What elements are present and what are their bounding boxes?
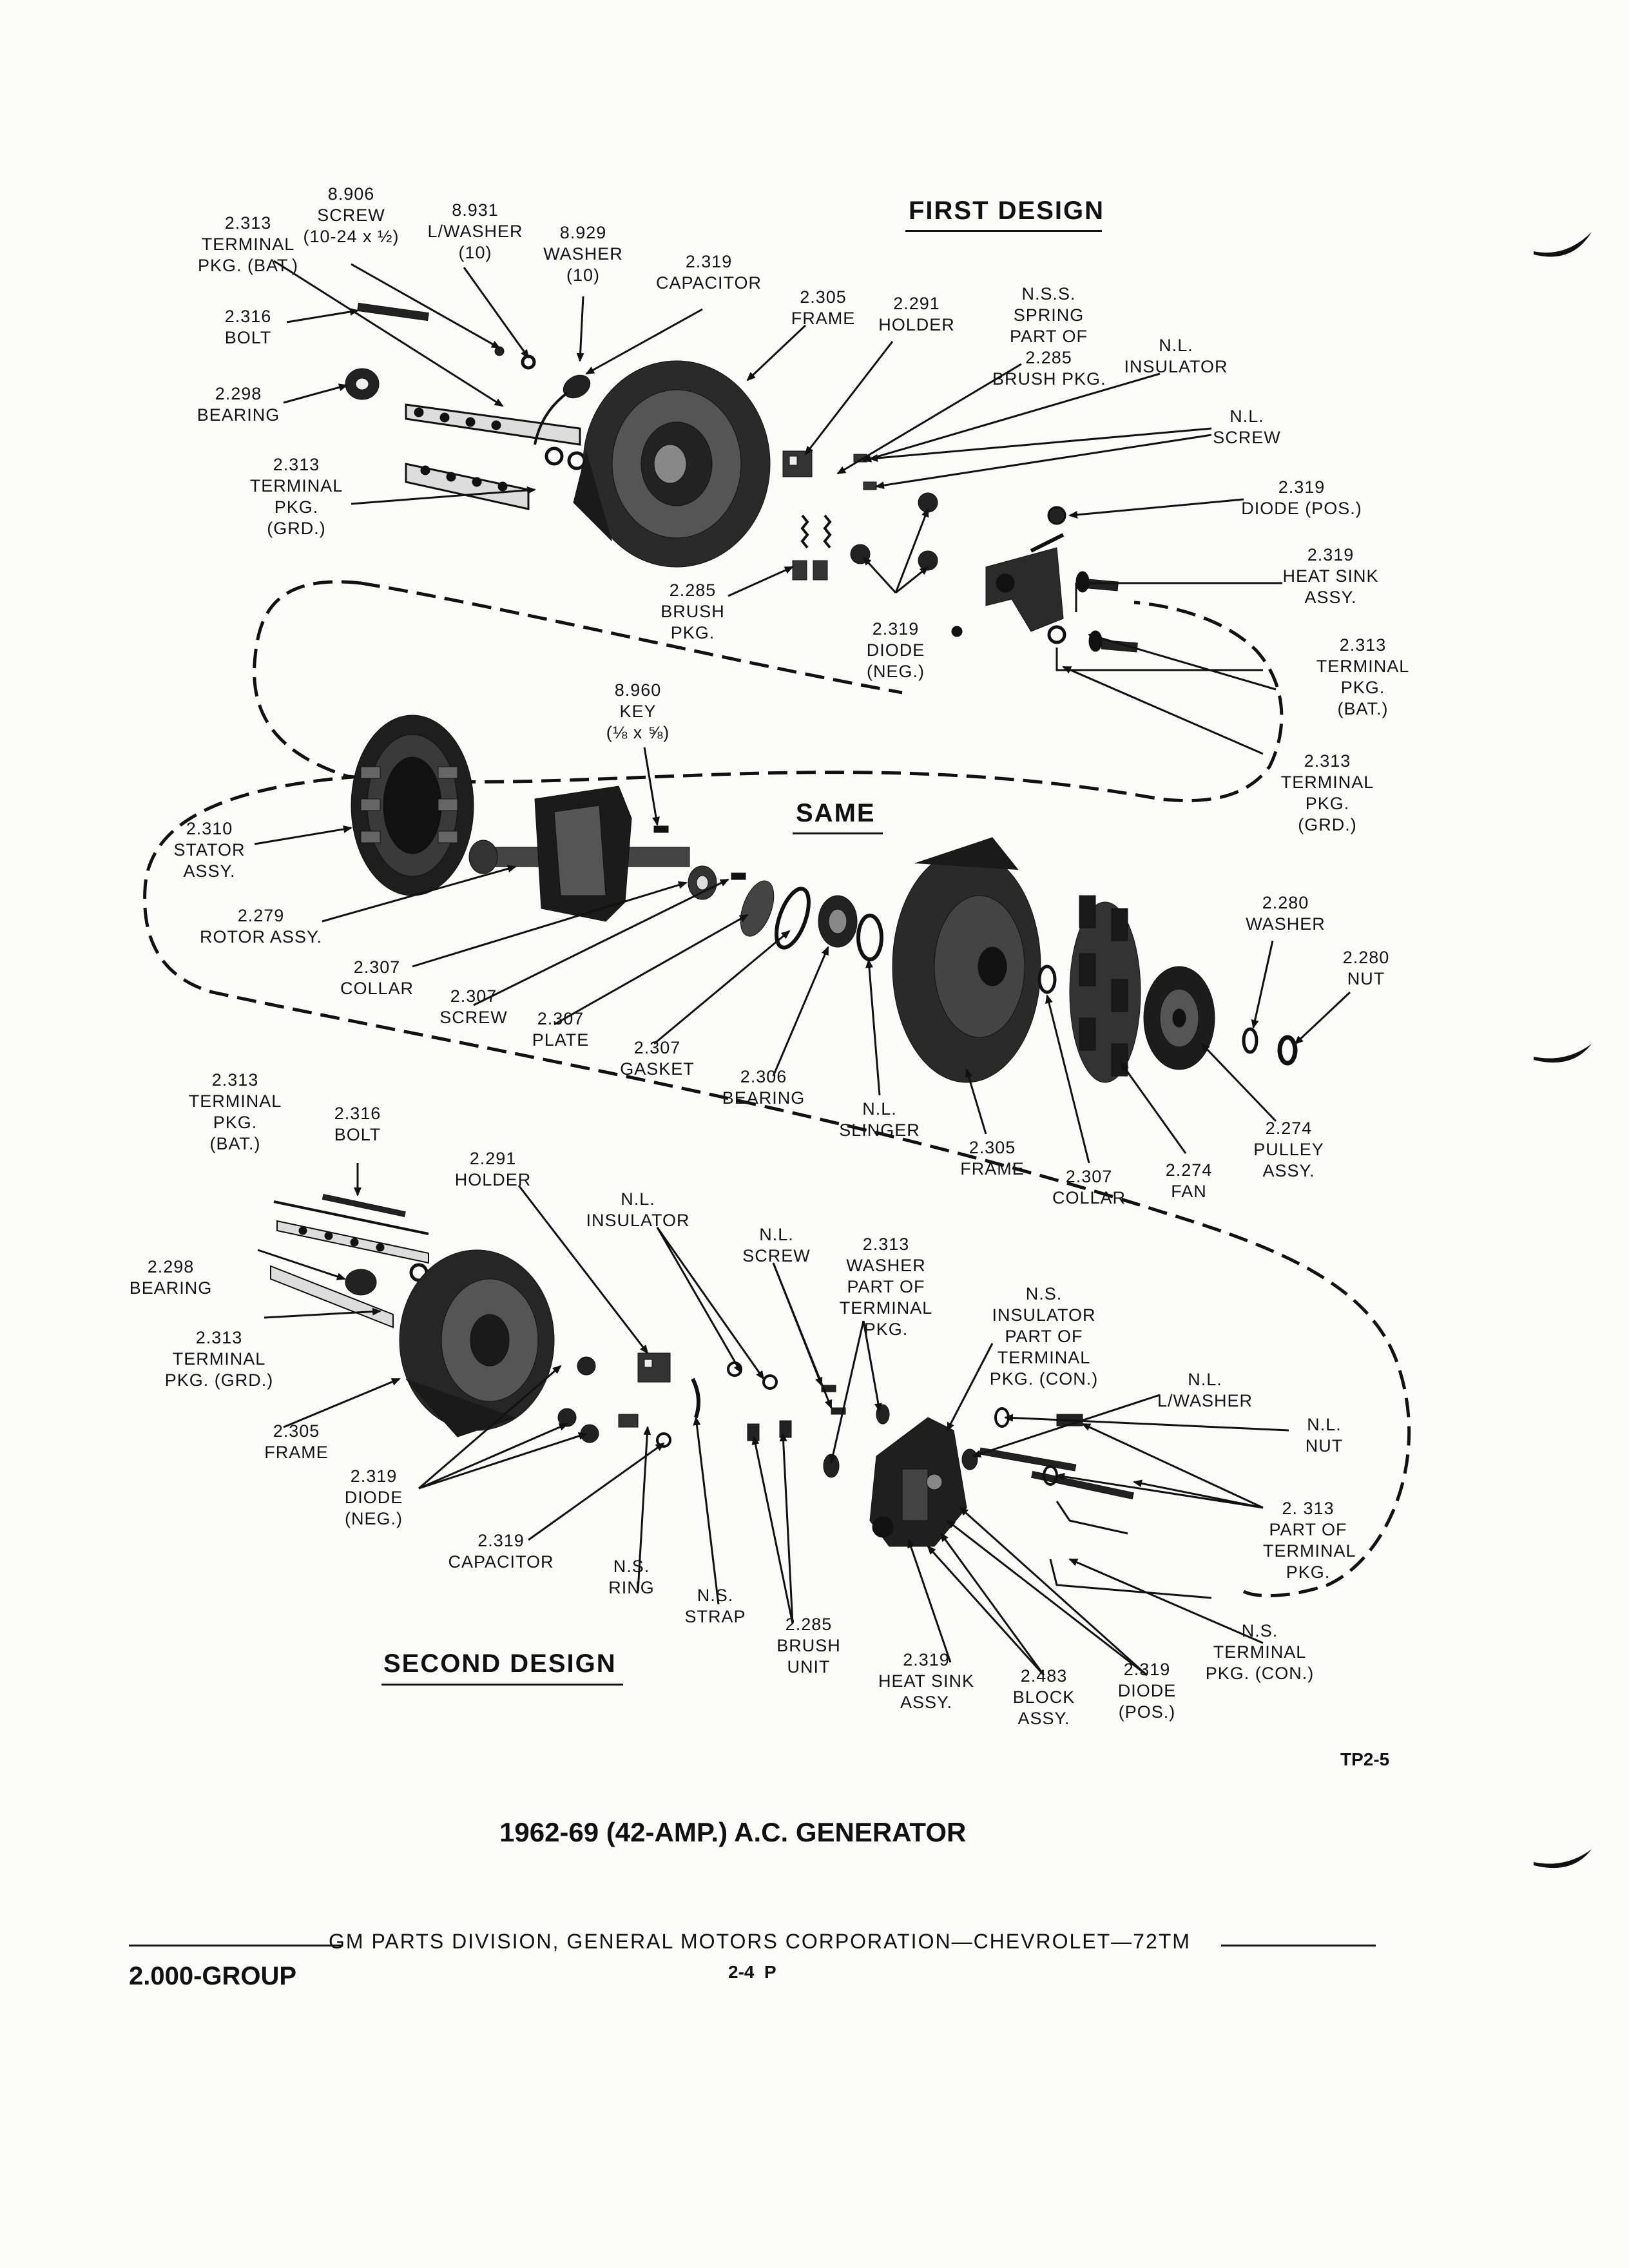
second-design-heading: SECOND DESIGN — [383, 1649, 617, 1678]
callout-label: 2.307 COLLAR — [1052, 1167, 1126, 1207]
callout-label: 2.291 HOLDER — [878, 294, 955, 334]
brush-springs — [800, 514, 832, 549]
callout-label: N.S. INSULATOR PART OF TERMINAL PKG. (CO… — [989, 1284, 1099, 1389]
group-label: 2.000-GROUP — [129, 1962, 297, 1990]
callout-label: 2.305 FRAME — [960, 1138, 1025, 1178]
callout-label: 2.280 WASHER — [1246, 893, 1325, 934]
figure-title: 1962-69 (42-AMP.) A.C. GENERATOR — [499, 1817, 967, 1847]
gasket-part — [775, 887, 811, 950]
same-underline — [793, 832, 883, 834]
frame-part-same — [892, 837, 1041, 1083]
callout-label: 2.319 DIODE (POS.) — [1117, 1660, 1177, 1722]
callout-label: 2.305 FRAME — [264, 1421, 329, 1462]
first-design-heading: FIRST DESIGN — [909, 197, 1105, 225]
callout-label: 2.285 BRUSH PKG. — [660, 581, 725, 642]
callout-label: N.S. STRAP — [684, 1586, 746, 1626]
callout-label: 2.279 ROTOR ASSY. — [199, 906, 323, 947]
callout-label: 2.285 BRUSH UNIT — [776, 1615, 841, 1677]
bearing-part-2 — [345, 1269, 377, 1296]
callout-label: 2.319 CAPACITOR — [655, 252, 762, 293]
footer-rule-left — [129, 1945, 342, 1946]
callout-label: 8.931 L/WASHER (10) — [427, 200, 523, 262]
group-outline-first-design — [253, 580, 1284, 802]
callout-label: 2.319 HEAT SINK ASSY. — [1282, 545, 1379, 607]
callout-label: 2.313 TERMINAL PKG. (GRD.) — [1280, 751, 1374, 834]
callout-label: 2.313 TERMINAL PKG. (GRD.) — [249, 455, 343, 538]
frame-part-first — [573, 360, 771, 568]
footer-rule-right — [1221, 1945, 1376, 1946]
callout-label: 2.307 GASKET — [620, 1038, 695, 1079]
group-outline-second-design — [143, 774, 1411, 1598]
fan-part — [1069, 895, 1141, 1083]
callout-label: 2.307 COLLAR — [340, 957, 414, 998]
callout-label: 2.298 BEARING — [197, 384, 280, 425]
callout-label: 2.307 SCREW — [439, 986, 508, 1027]
capacitor-part — [563, 374, 591, 399]
callout-label: N.L. L/WASHER — [1157, 1370, 1253, 1410]
callout-label: 2.291 HOLDER — [454, 1149, 532, 1189]
diodes-neg-2 — [557, 1356, 599, 1443]
plate-part — [740, 880, 775, 937]
heat-sink-part — [985, 547, 1064, 632]
heat-sink-block-assembly — [869, 1417, 967, 1547]
callout-label: N.L. SCREW — [1213, 407, 1281, 447]
callout-label: 2. 313 PART OF TERMINAL PKG. — [1263, 1499, 1356, 1582]
leader-lines — [254, 260, 1351, 1677]
callout-label: 2.319 DIODE (POS.) — [1241, 477, 1362, 518]
callout-label: N.L. SCREW — [742, 1225, 811, 1265]
callout-label: 2.316 BOLT — [224, 307, 272, 347]
callout-label: 2.305 FRAME — [791, 287, 856, 328]
callout-label: 2.280 NUT — [1342, 948, 1390, 988]
callout-label: N.L. NUT — [1305, 1415, 1344, 1456]
callout-label: N.L. INSULATOR — [1124, 336, 1228, 376]
bolt-part — [357, 302, 429, 322]
terminal-strip-grd — [405, 463, 530, 510]
callout-label: N.S.S. SPRING PART OF 2.285 BRUSH PKG. — [992, 284, 1106, 389]
callout-label: 2.319 DIODE (NEG.) — [866, 619, 925, 681]
callout-label: 2.483 BLOCK ASSY. — [1012, 1666, 1075, 1728]
callout-label: 2.319 CAPACITOR — [448, 1531, 554, 1571]
callout-label: N.S. RING — [608, 1557, 655, 1597]
footer-division: GM PARTS DIVISION, GENERAL MOTORS CORPOR… — [329, 1930, 1191, 1953]
callout-label: 2.298 BEARING — [129, 1257, 213, 1298]
callout-label: 8.929 WASHER (10) — [543, 223, 623, 285]
callout-label: 2.274 PULLEY ASSY. — [1253, 1119, 1324, 1180]
rotor-part — [468, 785, 690, 922]
page-number: 2-4 P — [728, 1962, 776, 1982]
first-design-parts — [345, 302, 1263, 671]
callout-label: 2.319 DIODE (NEG.) — [344, 1466, 403, 1528]
callout-label: 2.313 TERMINAL PKG. (BAT.) — [1316, 635, 1410, 718]
callout-label: N.S. TERMINAL PKG. (CON.) — [1205, 1621, 1315, 1683]
second-design-underline — [381, 1684, 623, 1686]
callout-label: N.L. SLINGER — [839, 1099, 920, 1140]
callout-label: 2.313 TERMINAL PKG. (GRD.) — [164, 1328, 274, 1390]
callout-label: 2.274 FAN — [1165, 1160, 1213, 1201]
callout-label: 2.313 TERMINAL PKG. (BAT.) — [197, 213, 299, 275]
callout-label: 8.906 SCREW (10-24 x ½) — [303, 184, 400, 246]
second-design-parts — [270, 1193, 1212, 1599]
callout-label: 2.313 TERMINAL PKG. (BAT.) — [188, 1070, 282, 1153]
holder-part-2 — [637, 1352, 671, 1383]
callout-label: 2.307 PLATE — [532, 1009, 590, 1050]
callout-label: 2.310 STATOR ASSY. — [173, 819, 246, 881]
callout-label: 8.960 KEY (⅛ x ⅝) — [606, 680, 670, 742]
callout-label: 2.313 WASHER PART OF TERMINAL PKG. — [839, 1235, 933, 1339]
frame-part-second — [399, 1249, 555, 1437]
callout-label: 2.319 HEAT SINK ASSY. — [878, 1650, 975, 1712]
callout-label: N.L. INSULATOR — [586, 1189, 690, 1230]
figure-code: TP2-5 — [1340, 1749, 1390, 1769]
same-parts — [351, 715, 1298, 1083]
slinger-part — [856, 914, 883, 961]
callout-label: 2.316 BOLT — [334, 1104, 381, 1144]
binder-marks — [1534, 232, 1592, 1869]
stator-part — [351, 715, 474, 896]
first-design-underline — [905, 230, 1102, 232]
callout-label: 2.306 BEARING — [722, 1067, 805, 1108]
pulley-part — [1143, 966, 1215, 1070]
same-heading: SAME — [796, 799, 876, 827]
